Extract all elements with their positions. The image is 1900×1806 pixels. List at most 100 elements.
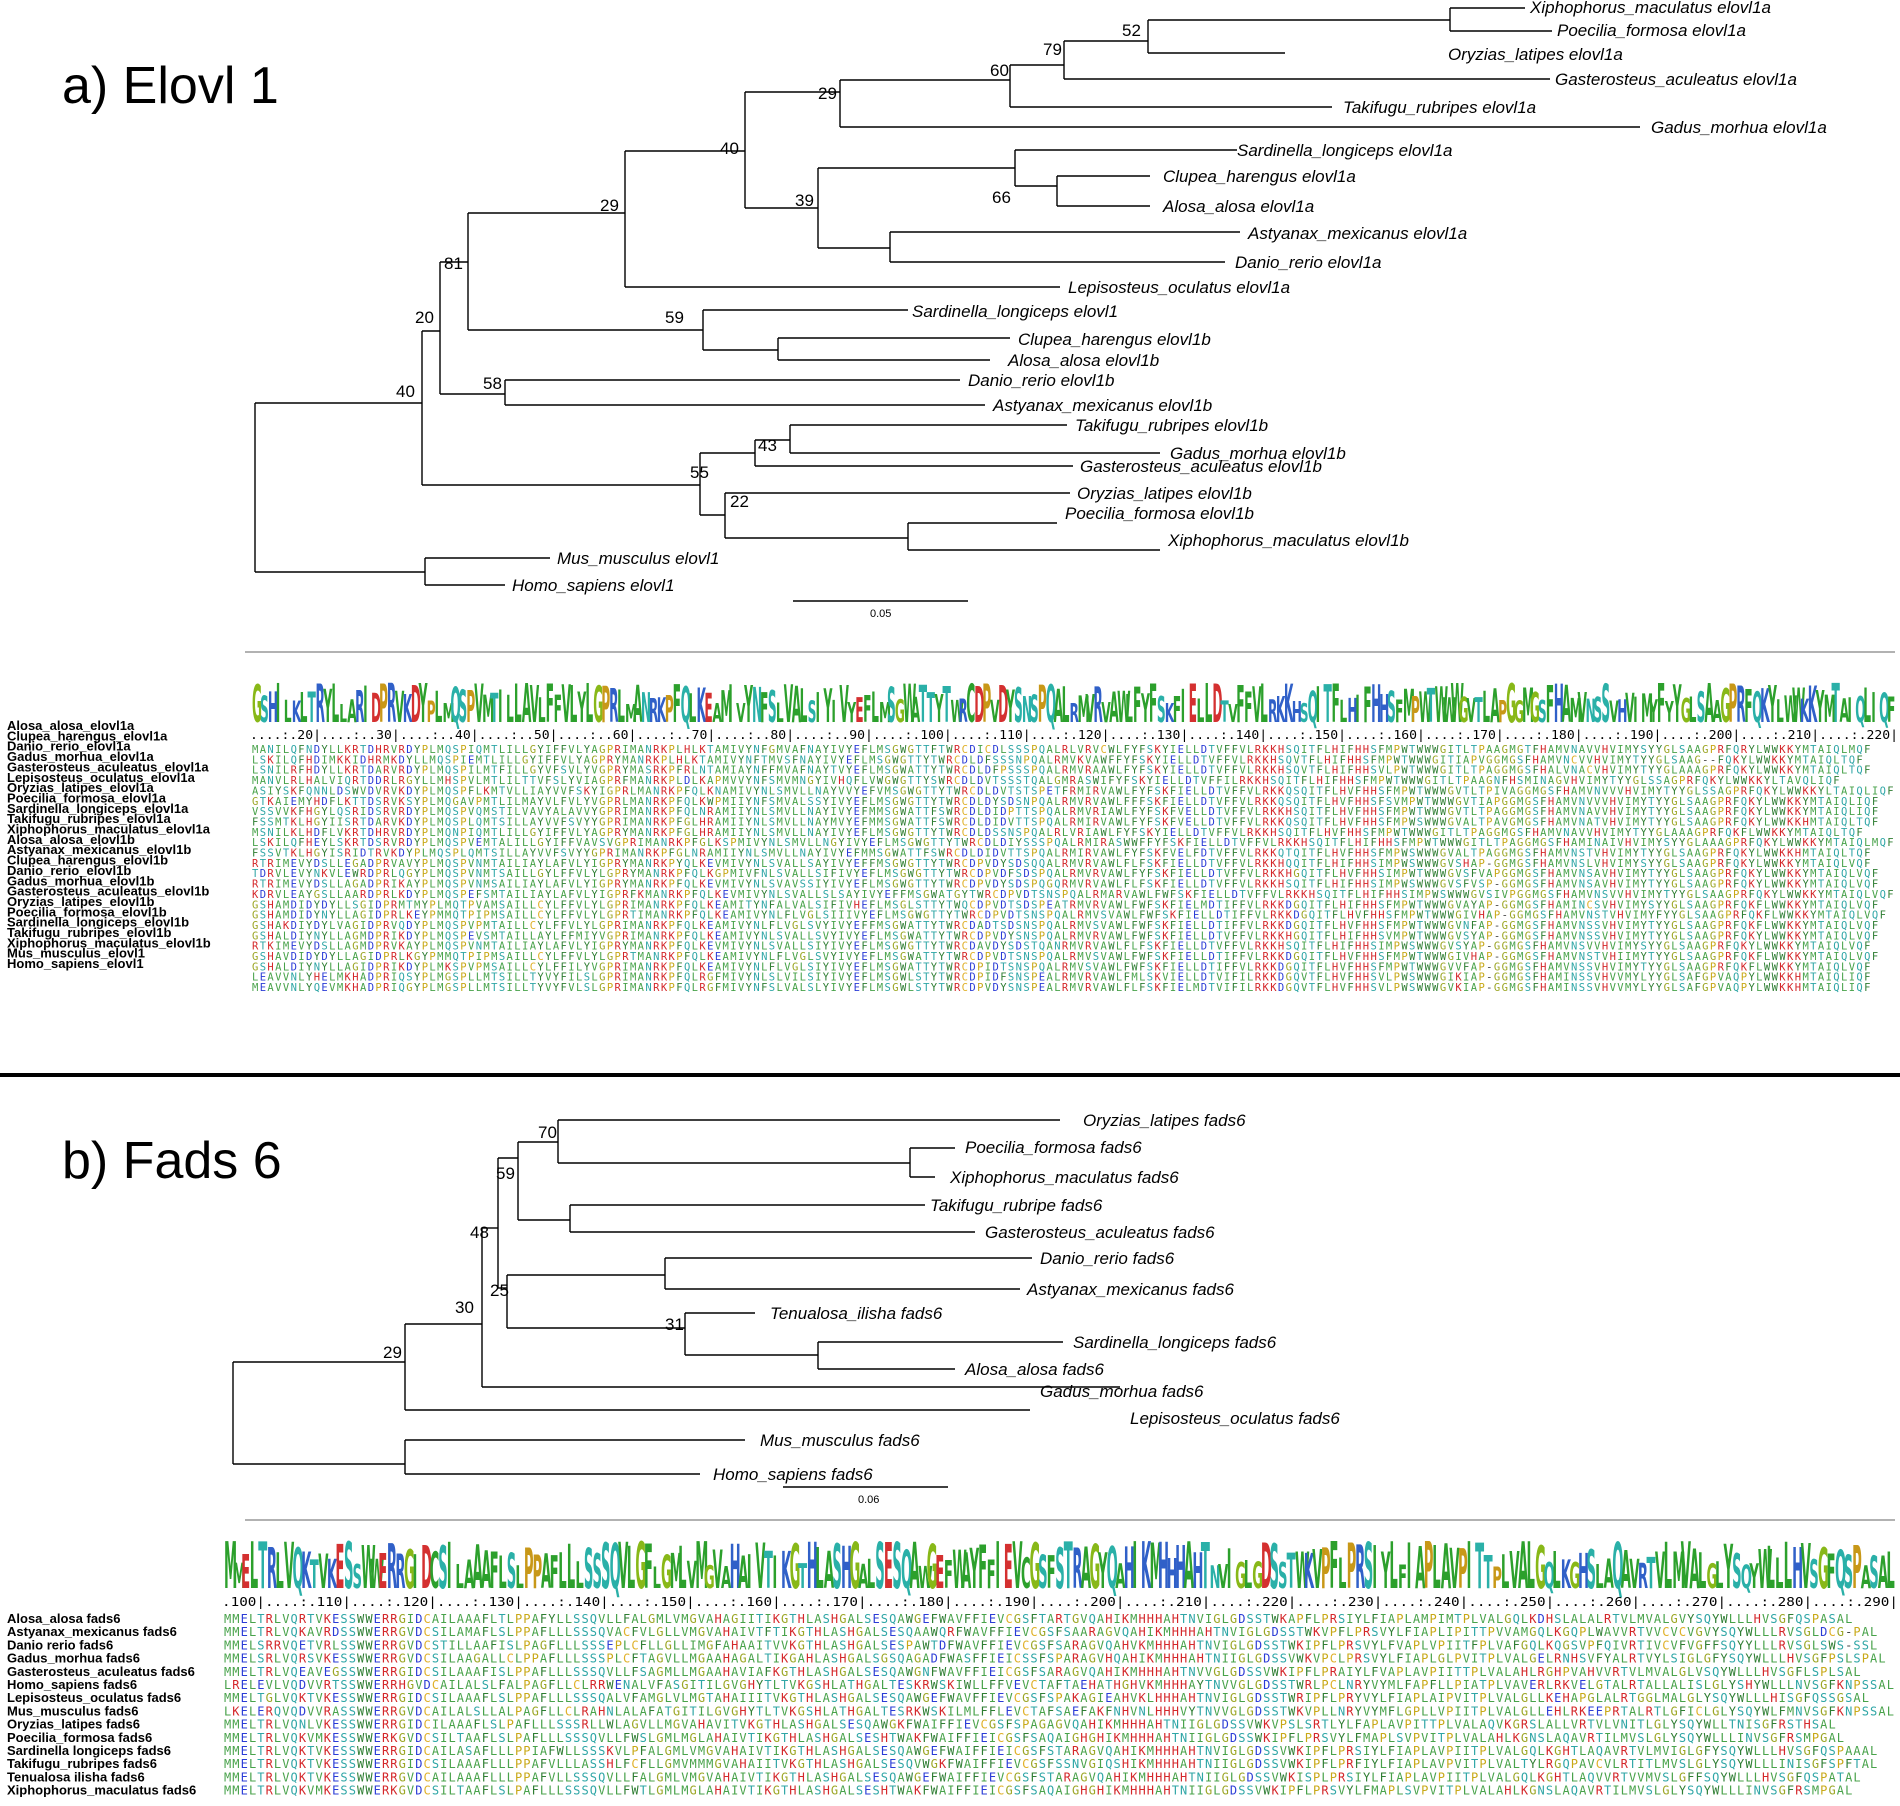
logo-letter: P (1728, 674, 1737, 735)
alignment-row-name: Alosa_alosa_elovl1a (7, 718, 135, 733)
logo-letter: A (1621, 1540, 1631, 1600)
logo-letter: S (808, 696, 817, 730)
logo-letter: D (371, 685, 381, 732)
leaf-label: Gadus_morhua fads6 (1040, 1382, 1204, 1401)
alignment-sequence-row: MMELTRLVQKTVKESSWWERRGVDCAILAAAFLLLPPAFV… (224, 1770, 1861, 1784)
alignment-row-name: Homo_sapiens_elovl1 (7, 956, 144, 971)
logo-letter: Y (1648, 693, 1658, 730)
logo-letter: W (1117, 684, 1130, 733)
logo-letter: T (1427, 680, 1436, 735)
logo-letter: L (538, 691, 546, 731)
logo-letter: G (790, 1531, 801, 1603)
logo-letter: L (1886, 1541, 1894, 1600)
logo-letter: V (1312, 1540, 1322, 1602)
logo-letter: G (593, 675, 603, 734)
logo-letter: S (1038, 1546, 1047, 1599)
logo-letter: A (1518, 1528, 1528, 1603)
logo-letter: M (1077, 690, 1089, 732)
logo-letter: K (1800, 692, 1810, 730)
logo-letter: P (982, 674, 991, 735)
logo-letter: G (1252, 1556, 1263, 1597)
logo-letter: W (1784, 690, 1797, 732)
logo-letter: L (1062, 678, 1070, 734)
logo-letter: T (1324, 674, 1332, 735)
logo-letter: F (490, 1542, 499, 1601)
logo-letter: R (1093, 678, 1102, 734)
logo-letter: T (258, 1528, 267, 1603)
logo-letter: A (712, 698, 722, 729)
alignment-row-name: Poecilia_formosa fads6 (7, 1730, 152, 1745)
logo-letter: T (308, 684, 316, 733)
logo-letter: S (768, 681, 777, 733)
logo-letter: F (944, 1552, 953, 1597)
logo-letter: L (1775, 1550, 1783, 1599)
logo-letter: K (1808, 675, 1818, 734)
logo-letter: Q (1544, 1556, 1555, 1597)
alignment-sequences-a: MANILQFNDYLLKRTDHRVRDYPLMQSPIQMTLILLGYIF… (252, 744, 1894, 994)
logo-letter: I (1633, 691, 1638, 731)
alignment-sequence-row: FSSMTKLHGYIISRTDARVKDYPLMQSPLQMTSILLAYVV… (252, 816, 1878, 828)
alignment-sequence-row: MANVLRLHALVIQRTDDRLRGYLLMHSPVLMTLILTTVFS… (252, 775, 1840, 787)
logo-letter: P (1347, 1530, 1357, 1603)
logo-letter: Y (934, 686, 944, 732)
alignment-row-name: Lepisosteus_oculatus_elovl1a (7, 770, 196, 785)
logo-letter: S (1055, 1536, 1064, 1602)
logo-letter: I (1467, 1528, 1472, 1603)
leaf-label: Alosa_alosa fads6 (964, 1360, 1104, 1379)
alignment-row-name: Takifugu_rubripes_elovl1b (7, 925, 172, 940)
logo-letter: V (687, 1553, 697, 1597)
alignment-sequence-row: GTKAIEMYHDFLKTTDSRVKSYPLMQGAVPMTLILMAYVL… (252, 796, 1878, 808)
logo-letter: I (1372, 1534, 1377, 1603)
alignment-row-name: Gasterosteus_aculeatus fads6 (7, 1664, 195, 1679)
logo-letter: M (482, 687, 494, 731)
alignment-row-name: Alosa_alosa_elovl1b (7, 832, 135, 847)
logo-letter: P (379, 674, 388, 736)
logo-letter: M (695, 1528, 708, 1603)
alignment-sequence-row: GSHAVDIDYDYLLAGIDPRLKGYPMMQTPIPMSAILLCYL… (252, 951, 1878, 963)
logo-letter: F (1363, 678, 1371, 734)
logo-letter: L (678, 1534, 686, 1602)
logo-letter: A (1184, 1528, 1194, 1603)
logo-letter: G (1030, 1530, 1041, 1603)
alignment-row-name: Sardinella_longiceps_elovl1b (7, 915, 189, 930)
logo-letter: S (1844, 1546, 1853, 1599)
logo-letter: P (1038, 675, 1047, 734)
logo-letter: F (1398, 1559, 1407, 1596)
bootstrap-value: 60 (990, 61, 1009, 80)
logo-letter: Q (1741, 1558, 1752, 1596)
logo-letter: H (1192, 1544, 1203, 1600)
logo-letter: F (1047, 1547, 1056, 1599)
logo-letter: R (395, 1546, 405, 1600)
alignment-sequence-row: LRELEVLVQDVVRTSSWWERRHGVDCAILALSLFALPAGF… (224, 1678, 1894, 1692)
logo-letter: P (601, 675, 610, 734)
bootstrap-value: 29 (818, 84, 837, 103)
logo-letter: I (1132, 1528, 1137, 1603)
logo-letter: M (1672, 1541, 1685, 1600)
alignment-sequence-row: LEAVVNLYHELMKHADPRIQSYPLMGSPLLMTSILLTYVY… (252, 972, 1870, 984)
alignment-sequence-row: VSSVVKFHGYLQSRIDSRVRDYPLMQSPVQMSTILVAVYA… (252, 806, 1878, 818)
logo-letter: L (1197, 693, 1205, 730)
logo-letter: L (515, 1559, 523, 1595)
logo-letter: W (1758, 1540, 1773, 1602)
alignment-sequence-row: LSKILQFHEYLSKRTDSRVRDYPLMQSPVEMTALILLGYI… (252, 837, 1894, 849)
logo-letter: A (858, 1558, 868, 1596)
logo-letter: A (347, 693, 357, 730)
logo-letter: F (546, 674, 554, 735)
logo-letter: F (673, 674, 681, 735)
logo-letter: S (1601, 674, 1610, 736)
panel-b-leaf-labels: Oryzias_latipes fads6 Poecilia_formosa f… (713, 1111, 1340, 1484)
alignment-row-name: Astyanax_mexicanus_elovl1b (7, 842, 191, 857)
logo-letter: G (850, 1530, 861, 1603)
alignment-row-name: Mus_musculus fads6 (7, 1703, 139, 1718)
logo-letter: L (1689, 691, 1697, 731)
logo-letter: E (378, 1544, 387, 1600)
bootstrap-value: 40 (720, 139, 739, 158)
logo-letter: L (1784, 1530, 1792, 1603)
logo-letter: G (252, 674, 262, 735)
logo-letter: P (1852, 1536, 1862, 1604)
alignment-sequence-row: MMELSRLVQRSVKESSWWERRGVDCSILAAGALLCLPPAF… (224, 1652, 1886, 1666)
logo-letter: V (530, 675, 540, 734)
logo-letter: V (1085, 687, 1094, 731)
